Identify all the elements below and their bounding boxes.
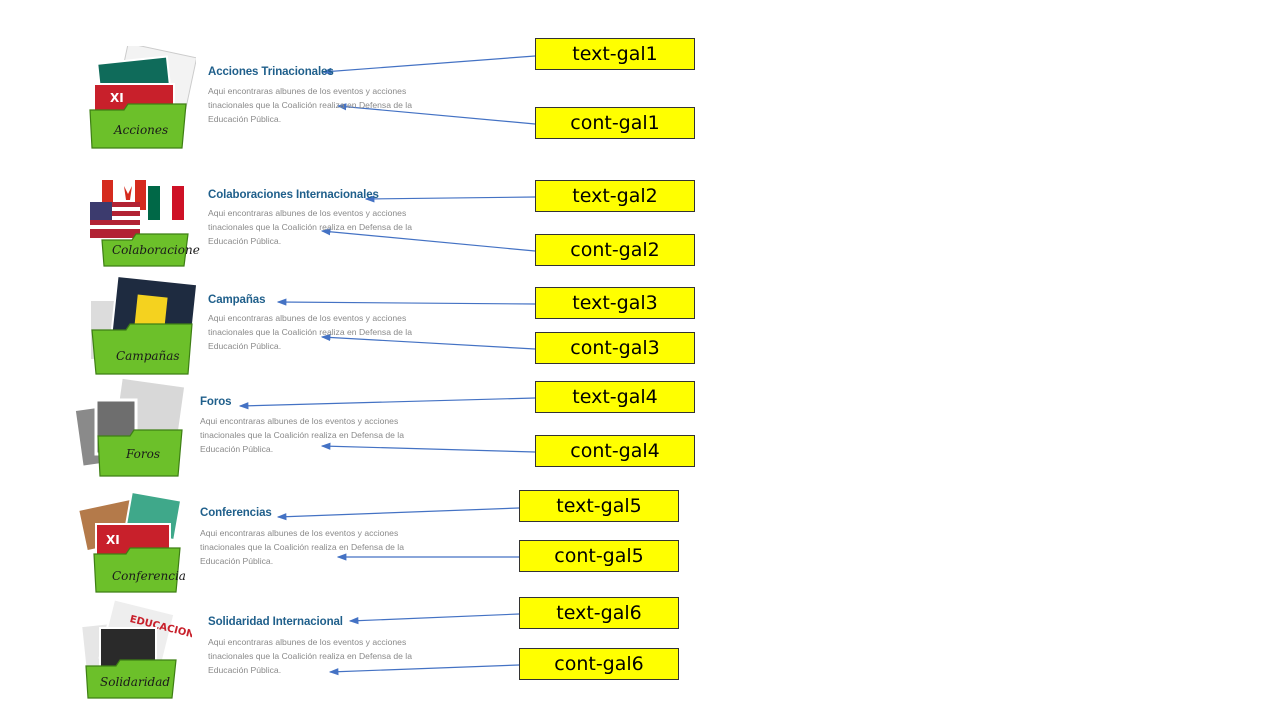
- gallery-description: Aqui encontraras albunes de los eventos …: [208, 208, 412, 246]
- gallery-title[interactable]: Colaboraciones Internacionales: [208, 189, 379, 201]
- callout-cont-gal4: cont-gal4: [535, 435, 695, 467]
- gallery-description: Aqui encontraras albunes de los eventos …: [200, 416, 404, 454]
- gallery-title[interactable]: Acciones Trinacionales: [208, 66, 334, 78]
- folder-with-conference-photos-icon[interactable]: XI Conferencias: [74, 490, 192, 600]
- arrow-text-gal3: [276, 298, 536, 306]
- callout-text-gal6: text-gal6: [519, 597, 679, 629]
- gallery-description: Aqui encontraras albunes de los eventos …: [200, 528, 404, 566]
- svg-text:XI: XI: [110, 91, 124, 105]
- folder-with-posters-icon[interactable]: Campañas: [86, 274, 199, 384]
- svg-text:Foros: Foros: [125, 447, 160, 461]
- callout-cont-gal6: cont-gal6: [519, 648, 679, 680]
- folder-with-forum-photos-icon[interactable]: Foros: [72, 376, 187, 488]
- callout-text-gal3: text-gal3: [535, 287, 695, 319]
- gallery-description: Aqui encontraras albunes de los eventos …: [208, 637, 412, 675]
- folder-with-flags-icon[interactable]: Colaboraciones: [88, 174, 206, 284]
- callout-cont-gal3: cont-gal3: [535, 332, 695, 364]
- gallery-title[interactable]: Foros: [200, 396, 232, 408]
- gallery-title[interactable]: Conferencias: [200, 507, 272, 519]
- callout-cont-gal5: cont-gal5: [519, 540, 679, 572]
- svg-text:Conferencias: Conferencias: [112, 569, 186, 583]
- svg-text:Acciones: Acciones: [113, 123, 168, 137]
- folder-with-conference-photos-icon[interactable]: XI Acciones: [84, 42, 198, 156]
- arrow-text-gal2: [364, 195, 536, 203]
- callout-text-gal5: text-gal5: [519, 490, 679, 522]
- arrow-text-gal5: [276, 507, 520, 521]
- callout-text-gal1: text-gal1: [535, 38, 695, 70]
- svg-text:Campañas: Campañas: [116, 349, 180, 363]
- callout-text-gal2: text-gal2: [535, 180, 695, 212]
- gallery-title[interactable]: Solidaridad Internacional: [208, 616, 343, 628]
- gallery-title[interactable]: Campañas: [208, 294, 266, 306]
- arrow-text-gal1: [321, 55, 536, 75]
- svg-text:Colaboraciones: Colaboraciones: [112, 243, 200, 257]
- folder-with-newspaper-photos-icon[interactable]: EDUCACION Solidaridad: [80, 598, 195, 710]
- callout-cont-gal1: cont-gal1: [535, 107, 695, 139]
- callout-cont-gal2: cont-gal2: [535, 234, 695, 266]
- svg-text:Solidaridad: Solidaridad: [100, 675, 170, 689]
- arrow-text-gal4: [238, 397, 536, 410]
- callout-text-gal4: text-gal4: [535, 381, 695, 413]
- arrow-text-gal6: [348, 613, 520, 625]
- svg-text:XI: XI: [106, 533, 120, 547]
- gallery-description: Aqui encontraras albunes de los eventos …: [208, 313, 412, 351]
- gallery-description: Aqui encontraras albunes de los eventos …: [208, 86, 412, 124]
